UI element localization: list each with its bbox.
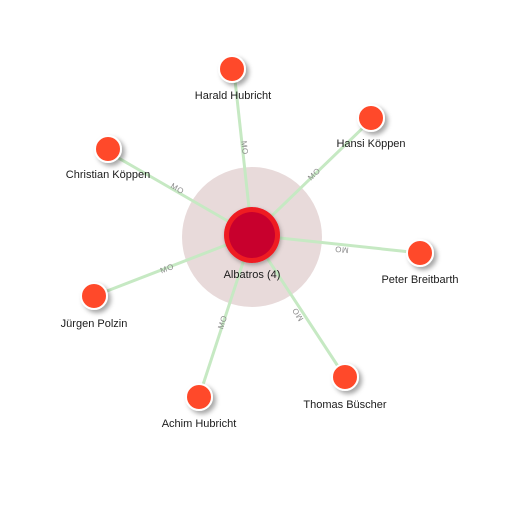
edge-peter-breitbarth[interactable]: [250, 233, 422, 255]
node-label: Jürgen Polzin: [61, 318, 128, 330]
node-circle: [357, 104, 385, 132]
node-circle: [331, 363, 359, 391]
node-circle: [218, 55, 246, 83]
node-circle: [406, 239, 434, 267]
edge-label-achim-hubricht: MO: [216, 314, 229, 330]
node-hansi-koeppen[interactable]: Hansi Köppen: [336, 104, 406, 150]
node-harald-hubricht[interactable]: Harald Hubricht: [195, 55, 271, 102]
edge-achim-hubricht[interactable]: [197, 233, 254, 399]
node-label: Thomas Büscher: [303, 399, 386, 411]
node-label: Hansi Köppen: [336, 138, 405, 150]
node-christian-koeppen[interactable]: Christian Köppen: [66, 135, 150, 181]
node-circle: [185, 383, 213, 411]
edge-label-peter-breitbarth: MO: [334, 244, 349, 254]
node-juergen-polzin[interactable]: Jürgen Polzin: [61, 282, 128, 330]
node-achim-hubricht[interactable]: Achim Hubricht: [162, 383, 237, 430]
node-thomas-buescher[interactable]: Thomas Büscher: [303, 363, 387, 411]
center-node-core: [229, 212, 275, 258]
edges-layer: [92, 78, 422, 399]
edge-thomas-buescher[interactable]: [250, 233, 347, 379]
edge-labels-layer: MO MO MO MO MO MO MO: [159, 140, 349, 330]
node-label: Christian Köppen: [66, 169, 150, 181]
center-node-label: Albatros (4): [224, 269, 281, 281]
edge-label-harald-hubricht: MO: [239, 140, 249, 155]
node-label: Peter Breitbarth: [381, 274, 458, 286]
node-circle: [80, 282, 108, 310]
center-node[interactable]: [224, 207, 280, 263]
edge-juergen-polzin[interactable]: [92, 233, 254, 298]
node-label: Achim Hubricht: [162, 418, 237, 430]
node-peter-breitbarth[interactable]: Peter Breitbarth: [381, 239, 459, 286]
node-label: Harald Hubricht: [195, 90, 271, 102]
node-circle: [94, 135, 122, 163]
edge-label-thomas-buescher: MO: [290, 306, 305, 323]
